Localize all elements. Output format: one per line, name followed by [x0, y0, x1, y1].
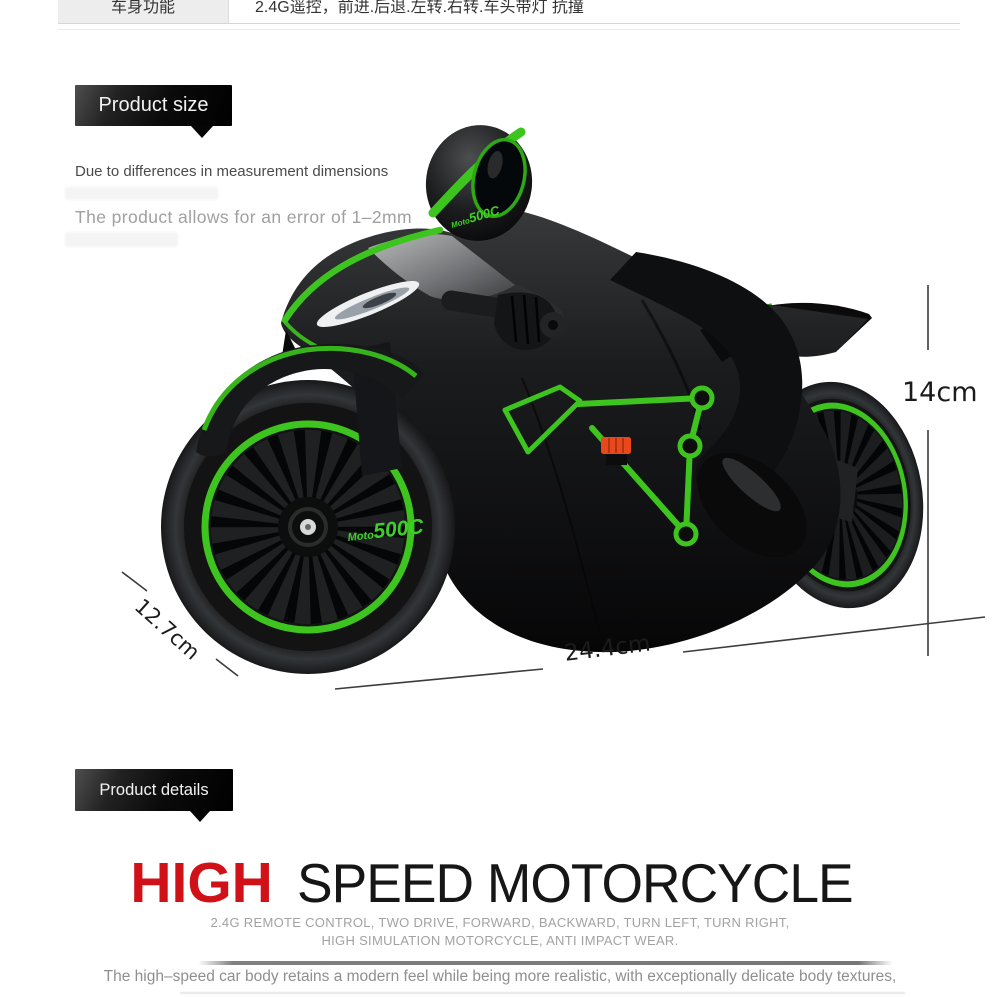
description-text: The high–speed car body retains a modern… [103, 968, 897, 985]
measurement-note-line2: The product allows for an error of 1–2mm [75, 207, 412, 227]
spec-table-border [58, 29, 960, 30]
spec-label: 车身功能 [58, 0, 229, 23]
product-details-badge: Product details [75, 769, 233, 822]
heading-main: SPEED MOTORCYCLE [296, 852, 854, 914]
height-dimension-label: 14cm [902, 377, 978, 408]
dimension-lines [121, 285, 986, 690]
measurement-note-line1: Due to differences in measurement dimens… [75, 163, 389, 180]
spec-table-row: 车身功能 2.4G遥控，前进.后退.左转.右转.车头带灯 抗撞 [58, 0, 960, 23]
muffler [697, 452, 807, 558]
product-size-badge-label: Product size [98, 94, 209, 116]
badge-pointer [191, 126, 213, 138]
power-switch [601, 437, 631, 465]
rider-arm [610, 252, 803, 502]
spec-table: 车身功能 2.4G遥控，前进.后退.左转.右转.车头带灯 抗撞 [58, 0, 960, 24]
handlebar [441, 290, 566, 351]
headlight [316, 281, 420, 327]
wheel-dim-line [121, 571, 239, 677]
fender-stripe [201, 345, 418, 431]
tagline-line2: HIGH SIMULATION MOTORCYCLE, ANTI IMPACT … [321, 933, 679, 948]
windshield [368, 234, 515, 301]
bottom-divider [180, 992, 905, 994]
motorcycle-product-image: Moto500C [121, 125, 986, 690]
watermark-ghost-text [65, 232, 178, 247]
section-divider [198, 961, 893, 965]
tagline-line1: 2.4G REMOTE CONTROL, TWO DRIVE, FORWARD,… [210, 915, 790, 930]
badge-pointer [190, 811, 210, 822]
watermark-ghost-text [65, 187, 218, 200]
heading-accent: HIGH [130, 851, 273, 915]
nose-stripe [281, 226, 444, 324]
spec-value: 2.4G遥控，前进.后退.左转.右转.车头带灯 抗撞 [255, 0, 584, 16]
helmet-visor [471, 137, 527, 219]
product-details-badge-label: Product details [99, 780, 209, 799]
truss-joints [673, 385, 715, 547]
length-dim-line [334, 616, 986, 690]
fork-logo-text: Moto500C [346, 515, 425, 546]
product-size-badge: Product size [75, 85, 232, 138]
section-heading: HIGH SPEED MOTORCYCLE [0, 850, 1000, 916]
